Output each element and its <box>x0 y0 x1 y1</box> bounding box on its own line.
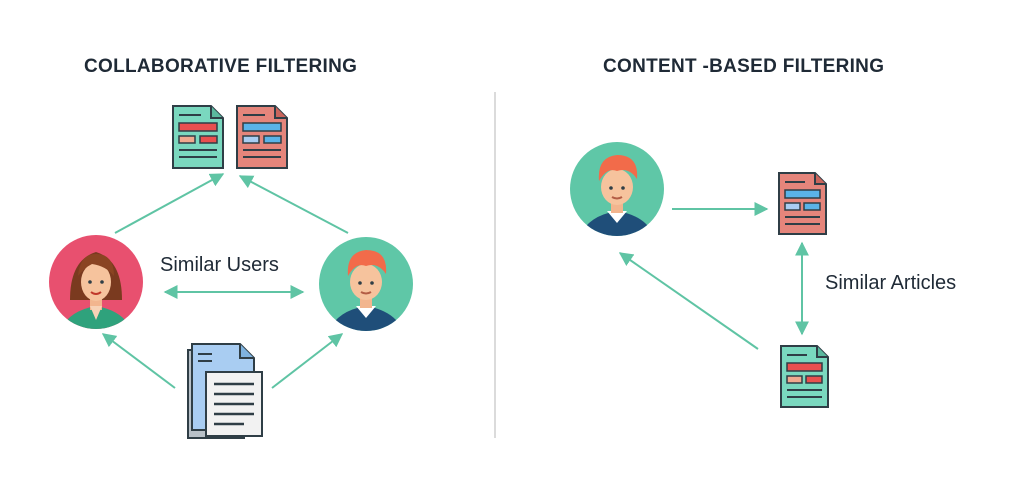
collaborative-filtering-title: COLLABORATIVE FILTERING <box>84 56 358 77</box>
document-green-icon <box>172 105 224 169</box>
document-red-icon <box>236 105 288 169</box>
document-red-icon <box>778 172 827 235</box>
document-green-icon <box>780 345 829 408</box>
arrow-newspaper-to-male-user <box>271 333 344 389</box>
content-based-filtering-title: CONTENT -BASED FILTERING <box>603 56 885 77</box>
newspaper-icon <box>187 343 263 439</box>
arrow-newspaper-to-female-user <box>101 333 176 389</box>
arrow-article-to-user <box>618 252 759 350</box>
user-male-icon <box>319 237 413 331</box>
arrow-user-to-documents <box>114 173 225 234</box>
user-female-icon <box>49 235 143 329</box>
arrow-similar-user-to-documents <box>238 175 349 234</box>
user-male-icon <box>570 142 664 236</box>
similar-articles-label: Similar Articles <box>825 272 957 294</box>
similar-users-label: Similar Users <box>160 254 279 276</box>
